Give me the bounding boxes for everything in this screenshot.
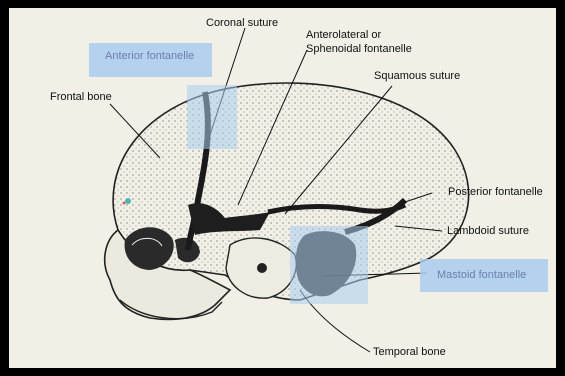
- label-lambdoid-suture: Lambdoid suture: [447, 225, 529, 237]
- label-frontal-bone: Frontal bone: [50, 91, 112, 103]
- label-anterolateral-line1: Anterolateral or: [306, 29, 381, 41]
- label-posterior-fontanelle: Posterior fontanelle: [448, 186, 543, 198]
- anterior-region-highlight: [187, 85, 237, 149]
- label-squamous-suture: Squamous suture: [374, 70, 460, 82]
- label-anterior-fontanelle: Anterior fontanelle: [105, 50, 194, 62]
- mastoid-region-highlight: [290, 226, 368, 304]
- ear-canal: [257, 263, 267, 273]
- label-anterolateral-line2: Sphenoidal fontanelle: [306, 43, 412, 55]
- label-coronal-suture: Coronal suture: [206, 17, 278, 29]
- label-mastoid-fontanelle: Mastoid fontanelle: [437, 269, 526, 281]
- label-temporal-bone: Temporal bone: [373, 346, 446, 358]
